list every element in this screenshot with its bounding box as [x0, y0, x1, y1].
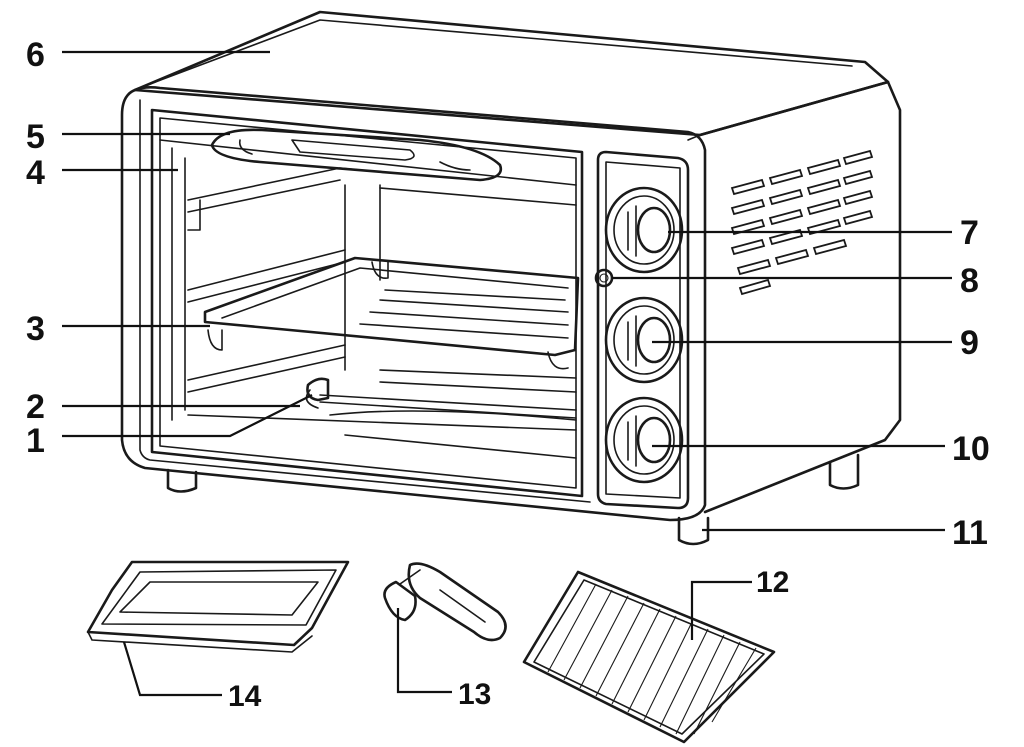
callout-1: 1 [26, 422, 45, 460]
callout-10: 10 [952, 430, 990, 468]
baking-pan [86, 560, 350, 653]
callout-11: 11 [952, 514, 988, 552]
control-panel [596, 150, 690, 510]
callout-14: 14 [228, 680, 262, 713]
callout-4: 4 [26, 154, 45, 192]
tray-handle [383, 562, 507, 642]
callout-3: 3 [26, 310, 45, 348]
timer-knob [604, 396, 684, 484]
oven-interior [187, 167, 580, 459]
callout-9: 9 [960, 324, 979, 362]
callout-2: 2 [26, 388, 45, 426]
wire-rack [522, 570, 776, 744]
callout-labels: 6 5 4 3 2 1 7 8 9 10 11 12 13 14 [26, 36, 990, 713]
callout-12: 12 [756, 566, 789, 599]
oven-body [120, 10, 902, 546]
callout-8: 8 [960, 262, 979, 300]
leader-lines [62, 50, 952, 697]
callout-6: 6 [26, 36, 45, 74]
callout-13: 13 [458, 678, 491, 711]
function-knob [604, 296, 684, 384]
temperature-knob [604, 186, 684, 274]
callout-5: 5 [26, 118, 45, 156]
callout-7: 7 [960, 214, 979, 252]
oven-door [150, 108, 584, 498]
side-vents [730, 149, 874, 296]
door-handle [210, 128, 503, 182]
